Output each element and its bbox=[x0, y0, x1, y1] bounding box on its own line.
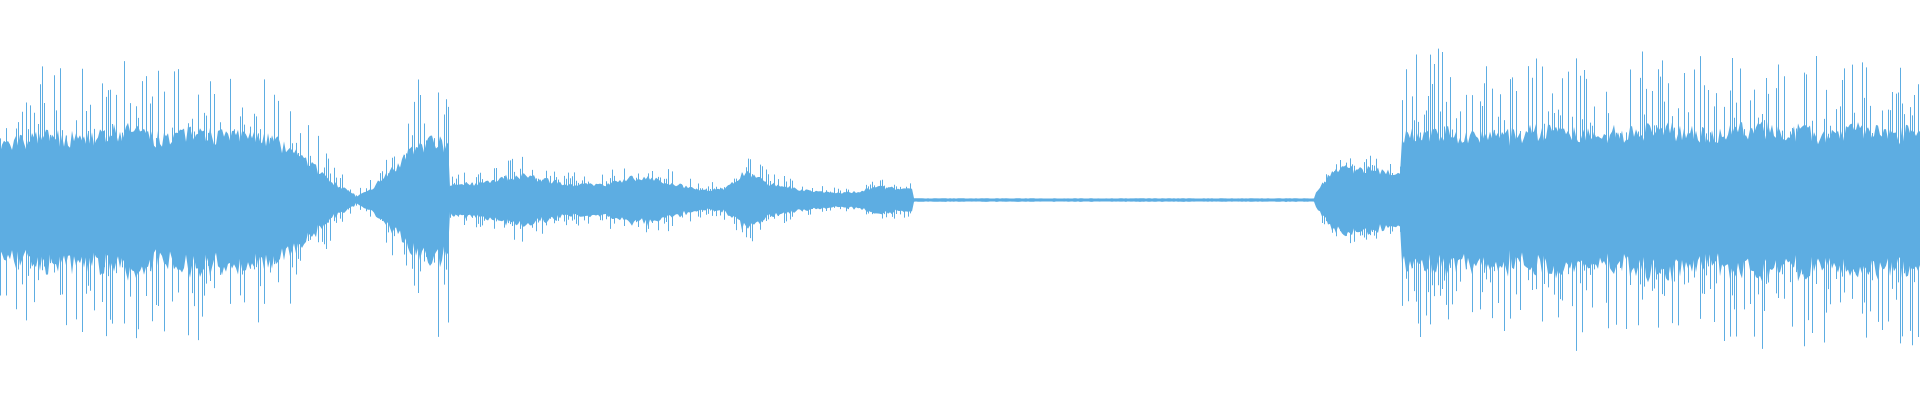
waveform-peaks-group bbox=[0, 48, 1919, 351]
waveform-body-group bbox=[0, 121, 1920, 283]
waveform-body bbox=[0, 121, 1920, 283]
